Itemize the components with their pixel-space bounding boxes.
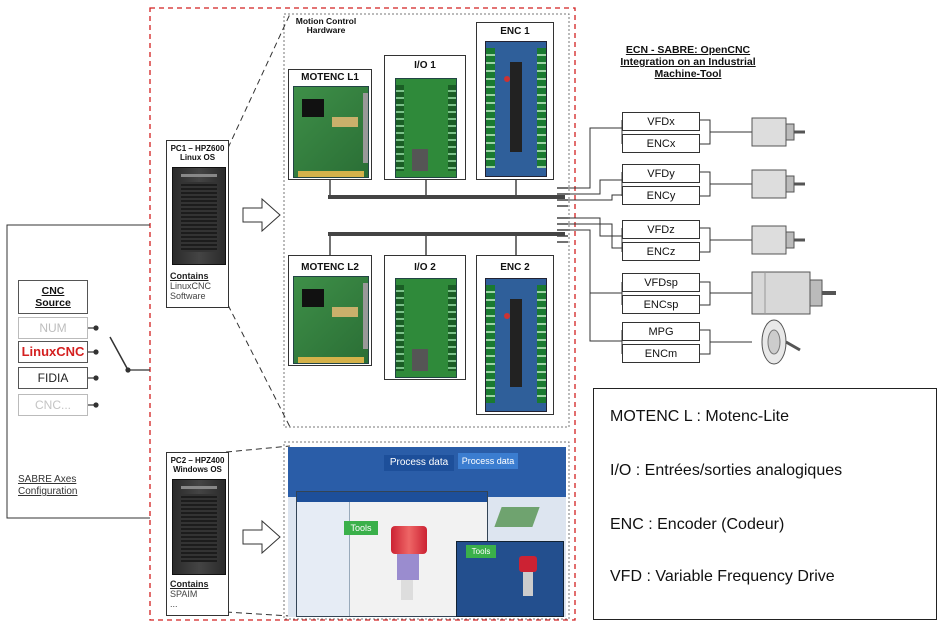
card-io2: I/O 2 xyxy=(384,255,466,380)
process-data-tab-1: Process data xyxy=(384,455,454,471)
legend-enc: ENC : Encoder (Codeur) xyxy=(610,516,785,533)
title-line-3: Machine-Tool xyxy=(654,68,722,80)
pcb-image xyxy=(485,278,547,412)
motor-z-icon xyxy=(751,225,805,255)
card-motenc-l2: MOTENC L2 xyxy=(288,255,372,366)
cnc-source-heading-1: CNC xyxy=(41,285,65,297)
card-motenc-l2-label: MOTENC L2 xyxy=(301,262,359,273)
pcb-image xyxy=(485,41,547,177)
arrow-to-hardware xyxy=(242,197,281,233)
legend-motenc: MOTENC L : Motenc-Lite xyxy=(610,408,790,425)
title-line-2: Integration on an Industrial xyxy=(620,56,756,68)
tower-pc-icon xyxy=(172,167,226,265)
pcb-image xyxy=(395,78,457,178)
pc1-line-2: Linux OS xyxy=(179,153,216,162)
legend-io: I/O : Entrées/sorties analogiques xyxy=(610,462,843,479)
pc2-box: PC2 – HPZ400 Windows OS Contains SPAIM .… xyxy=(166,452,229,616)
pc2-software-2: ... xyxy=(170,599,178,609)
legend-vfd: VFD : Variable Frequency Drive xyxy=(610,568,835,585)
drive-enc-z: ENCz xyxy=(622,242,700,261)
card-enc1-label: ENC 1 xyxy=(500,26,530,37)
cnc-option-num[interactable]: NUM xyxy=(18,317,88,339)
motor-y-icon xyxy=(751,169,805,199)
cnc-option-other[interactable]: CNC... xyxy=(18,394,88,416)
pcb-image xyxy=(293,86,369,178)
pc2-contains-label: Contains xyxy=(170,579,209,589)
sabre-axes-config: SABRE Axes Configuration xyxy=(18,474,77,498)
card-enc1: ENC 1 xyxy=(476,22,554,180)
drive-vfd-x: VFDx xyxy=(622,112,700,131)
title-line-1: ECN - SABRE: OpenCNC xyxy=(625,44,751,56)
card-io1-label: I/O 1 xyxy=(414,60,436,71)
drive-vfd-y: VFDy xyxy=(622,164,700,183)
drive-vfd-sp: VFDsp xyxy=(622,273,700,292)
software-screens: Process data Process data Tools Tools xyxy=(288,447,566,617)
process-data-tab-2: Process data xyxy=(458,453,518,469)
pc2-title: PC2 – HPZ400 Windows OS xyxy=(167,456,228,474)
sabre-axes-line-2: Configuration xyxy=(18,486,78,497)
arrow-to-software xyxy=(242,519,281,555)
cnc-option-fidia[interactable]: FIDIA xyxy=(18,367,88,389)
pc2-contains: Contains SPAIM ... xyxy=(170,579,209,609)
sabre-axes-line-1: SABRE Axes xyxy=(18,474,77,485)
drive-enc-y: ENCy xyxy=(622,186,700,205)
drive-enc-m: ENCm xyxy=(622,344,700,363)
pc2-line-2: Windows OS xyxy=(173,465,222,474)
motion-hw-line-2: Hardware xyxy=(306,25,346,35)
card-enc2: ENC 2 xyxy=(476,255,554,415)
pcb-image xyxy=(395,278,457,378)
card-motenc-l1-label: MOTENC L1 xyxy=(301,72,359,83)
cnc-option-linuxcnc[interactable]: LinuxCNC xyxy=(18,341,88,363)
handwheel-icon xyxy=(761,319,801,365)
pc2-line-1: PC2 – HPZ400 xyxy=(170,456,225,465)
pc1-contains-label: Contains xyxy=(170,271,209,281)
tools-label-1: Tools xyxy=(344,521,378,535)
software-panel xyxy=(283,441,570,620)
drive-mpg: MPG xyxy=(622,322,700,341)
cnc-part-3d xyxy=(494,507,540,527)
card-io1: I/O 1 xyxy=(384,55,466,180)
tower-pc-icon xyxy=(172,479,226,575)
drive-enc-x: ENCx xyxy=(622,134,700,153)
cnc-source-heading: CNC Source xyxy=(18,280,88,314)
pc2-software-1: SPAIM xyxy=(170,589,198,599)
cnc-source-heading-2: Source xyxy=(35,297,71,309)
pc1-box: PC1 – HPZ600 Linux OS Contains LinuxCNC … xyxy=(166,140,229,308)
drive-enc-sp: ENCsp xyxy=(622,295,700,314)
diagram-title: ECN - SABRE: OpenCNC Integration on an I… xyxy=(592,44,784,80)
card-enc2-label: ENC 2 xyxy=(500,262,530,273)
legend-box xyxy=(593,388,937,620)
pc1-software-1: LinuxCNC xyxy=(170,281,212,291)
cnc-frame xyxy=(6,224,150,519)
card-io2-label: I/O 2 xyxy=(414,262,436,273)
pc1-title: PC1 – HPZ600 Linux OS xyxy=(167,144,228,162)
tool-holder-3d xyxy=(391,526,427,554)
tools-label-2: Tools xyxy=(466,545,496,558)
spindle-motor-icon xyxy=(751,271,836,315)
motor-x-icon xyxy=(751,117,805,147)
red-dashed-enclosure xyxy=(149,7,576,621)
drive-vfd-z: VFDz xyxy=(622,220,700,239)
motion-hardware-label: Motion Control Hardware xyxy=(290,17,362,35)
pc1-software-2: Software xyxy=(170,291,206,301)
hardware-panel xyxy=(283,13,570,428)
motion-hw-line-1: Motion Control xyxy=(295,16,357,26)
card-motenc-l1: MOTENC L1 xyxy=(288,69,372,180)
pc1-contains: Contains LinuxCNC Software xyxy=(170,271,211,301)
cnc-source-title: CNC Source xyxy=(19,285,87,309)
pc1-line-1: PC1 – HPZ600 xyxy=(170,144,225,153)
pcb-image xyxy=(293,276,369,364)
